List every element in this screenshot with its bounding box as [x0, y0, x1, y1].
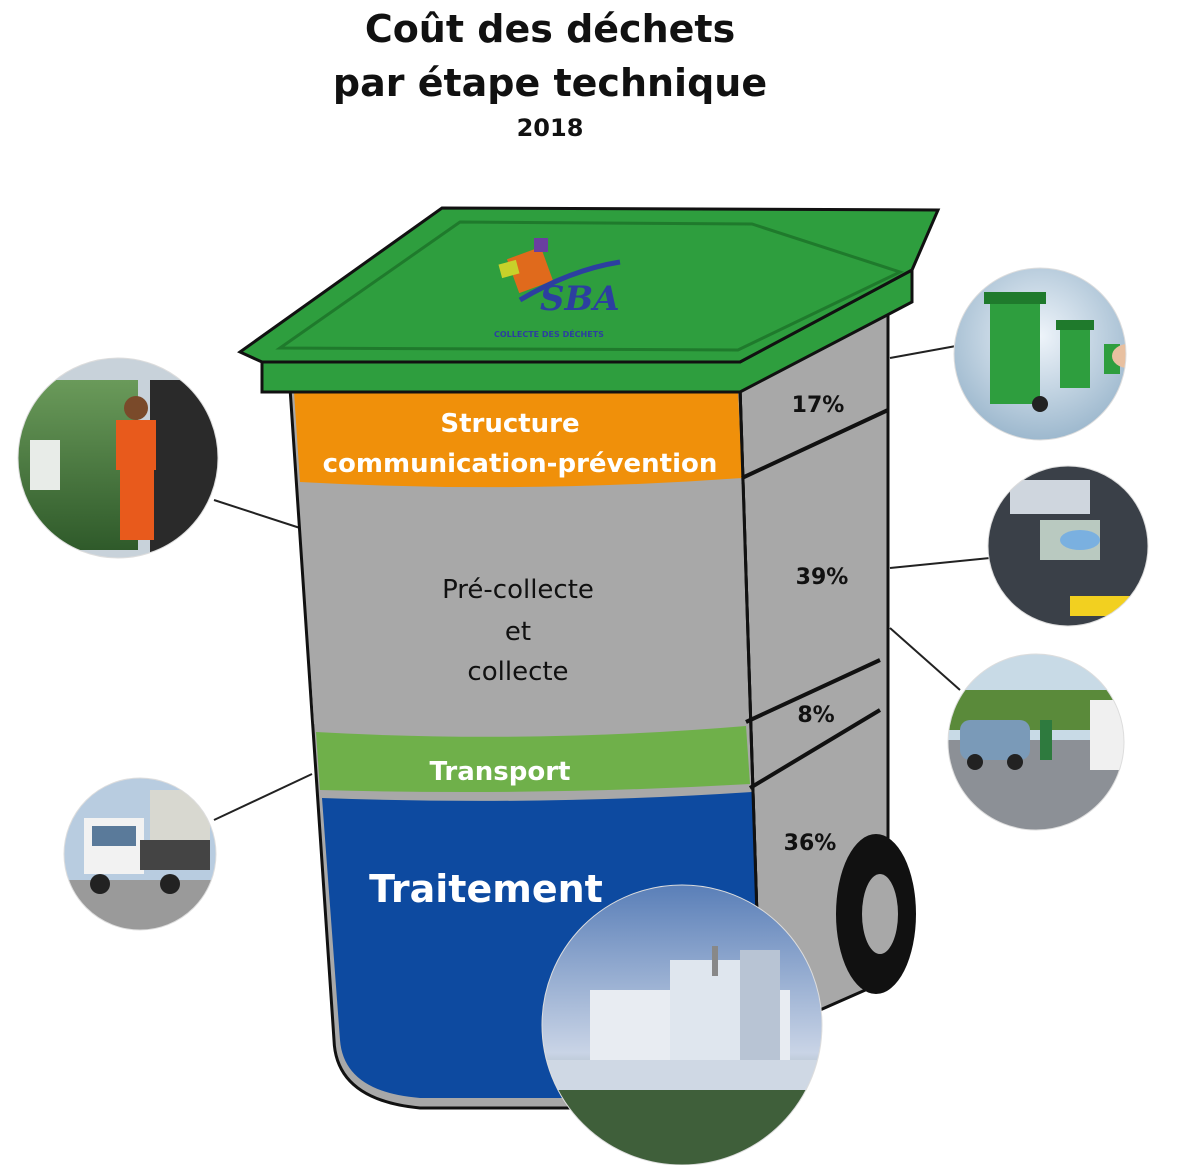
value-label-transport: 8%: [797, 703, 834, 728]
transport-truck-photo: [63, 777, 217, 931]
recycling-center-photo: [947, 653, 1125, 831]
logo-tagline: COLLECTE DES DÉCHETS: [494, 328, 604, 339]
segment-collecte: [300, 484, 748, 728]
label-collecte-line1: Pré-collecte: [442, 575, 594, 605]
divider-line: [748, 708, 882, 790]
connector-line: [889, 627, 961, 691]
value-label-traitement: 36%: [784, 831, 837, 856]
connector-line: [889, 557, 991, 569]
sorting-container-photo: [987, 465, 1149, 627]
connector-line: [213, 773, 313, 821]
label-transport: Transport: [430, 757, 571, 787]
label-collecte-line2: et: [505, 617, 531, 647]
logo-orange-square: [506, 246, 554, 294]
value-label-structure: 17%: [792, 393, 845, 418]
sba-logo: SBA COLLECTE DES DÉCHETS: [494, 238, 621, 339]
logo-yellow-square: [498, 259, 520, 279]
bin-wheel: [836, 834, 916, 994]
logo-purple-square: [534, 238, 548, 252]
divider-line: [745, 658, 881, 724]
logo-swoosh: [518, 259, 621, 303]
connector-lines: [213, 345, 991, 821]
label-traitement: Traitement: [369, 867, 603, 911]
segment-transport: [316, 726, 750, 792]
logo-text: SBA: [540, 279, 620, 319]
garbage-truck-worker-photo: [17, 357, 219, 559]
chart-title-line1: Coût des déchets: [364, 7, 736, 51]
label-structure-line2: communication-prévention: [323, 449, 718, 479]
segment-structure: [294, 392, 742, 488]
green-bins-photo: [953, 267, 1127, 441]
connector-line: [213, 499, 301, 529]
label-collecte-line3: collecte: [467, 657, 568, 687]
chart-year: 2018: [516, 114, 584, 142]
value-label-collecte: 39%: [796, 565, 849, 590]
connector-line: [889, 345, 957, 359]
chart-title-line2: par étape technique: [332, 61, 768, 105]
bin-lid: [237, 206, 941, 394]
label-structure-line1: Structure: [440, 409, 579, 439]
treatment-plant-photo: [541, 884, 823, 1165]
divider-line: [741, 408, 889, 480]
